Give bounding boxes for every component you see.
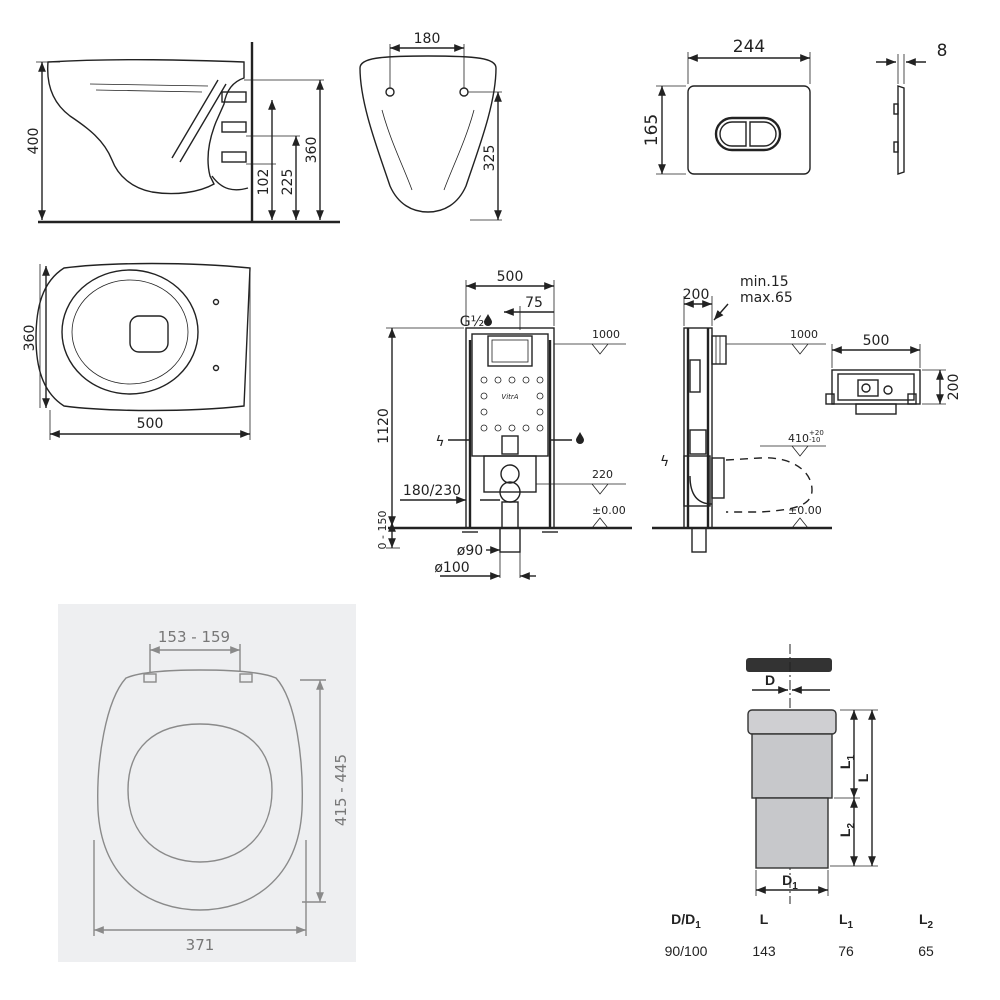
toilet-side-view: 400 360 225 102 (26, 42, 340, 224)
frame-front-view: VitrA 500 75 G½ 1120 1000 220 ±0.00 (376, 269, 632, 580)
side-level-bowl: 410 (788, 432, 809, 445)
table-header-d: D/D1 (671, 911, 701, 931)
pipe-label-l2: L2 (837, 823, 857, 838)
flush-plate-front-view: 244 165 (642, 37, 811, 175)
frame-brand-logo: VitrA (501, 393, 518, 401)
seat-panel-background (58, 604, 356, 962)
table-header-l1: L1 (839, 911, 854, 931)
toilet-front-outline (359, 55, 497, 213)
table-header-l: L (760, 911, 769, 927)
toilet-bowl-outline (47, 58, 245, 195)
dim-top-depth-frame: 200 (946, 374, 962, 401)
frame-outlet-block (483, 455, 537, 493)
dim-outlet-height: 225 (280, 169, 296, 196)
toilet-top-outline (35, 262, 251, 412)
frame-drain-pipe (499, 527, 521, 553)
dim-hole-spacing: 180 (414, 31, 441, 47)
side-level-floor: ±0.00 (788, 504, 822, 517)
flush-button-small (719, 121, 747, 147)
dim-floor-range: 0 - 150 (376, 511, 389, 550)
flush-button-outer (714, 116, 782, 152)
pipe-lower-body (755, 797, 829, 869)
pipe-label-d: D (765, 672, 775, 688)
dim-seat-width: 371 (186, 936, 215, 954)
seat-panel: 153 - 159 415 - 445 371 (58, 604, 356, 962)
flush-duct (171, 79, 227, 163)
toilet-seat-ring (61, 269, 199, 395)
level-outlet-label: 220 (592, 468, 613, 481)
dim-frame-height: 360 (304, 137, 320, 164)
flush-plate-outline (687, 85, 811, 175)
table-cell-d: 90/100 (665, 943, 708, 959)
level-floor-label: ±0.00 (592, 504, 626, 517)
table-cell-l2: 65 (918, 943, 934, 959)
bowl-outline-dashed (725, 457, 813, 513)
side-level-bowl-tol-minus: -10 (809, 436, 820, 444)
cistern-pattern (480, 376, 544, 432)
dim-pipe-height: 102 (256, 169, 272, 196)
table-header-l2: L2 (919, 911, 934, 931)
seat-opening (127, 723, 273, 863)
dim-frame-depth: 200 (683, 287, 710, 303)
dim-pipe-large: ø100 (434, 560, 469, 576)
frame-flush-opening (487, 335, 533, 367)
table-cell-l: 143 (752, 943, 776, 959)
dim-frame-width: 500 (497, 269, 524, 285)
dim-plate-height: 165 (642, 114, 662, 146)
pipe-label-d1: D1 (782, 872, 798, 892)
dim-max-label: max.65 (740, 290, 793, 306)
power-symbol-icon: ϟ (435, 434, 444, 450)
frame-side-view: 200 min.15 max.65 1000 410 +20 -10 ±0.00… (652, 274, 832, 553)
dim-hole-height: 325 (482, 145, 498, 172)
level-top-label: 1000 (592, 328, 620, 341)
pipe-socket-top (747, 709, 837, 735)
dim-frame-height: 1120 (376, 408, 392, 444)
pipe-label-l1: L1 (837, 755, 857, 770)
power-symbol-icon-side: ϟ (660, 454, 669, 470)
dim-min-label: min.15 (740, 274, 789, 290)
flush-plate-side-view: 8 (876, 41, 948, 175)
table-cell-l1: 76 (838, 943, 854, 959)
side-level-bowl-tol-plus: +20 (809, 429, 824, 437)
frame-top-outline (831, 369, 921, 405)
dim-frame-offset: 75 (525, 295, 543, 311)
flush-button-large (749, 121, 777, 147)
dim-seat-length: 415 - 445 (332, 754, 350, 826)
water-drop-icon-right (576, 432, 584, 444)
toilet-front-view: 180 325 (359, 31, 502, 221)
pipe-upper-body (751, 733, 833, 799)
fixing-hole-left (385, 87, 395, 97)
toilet-top-view: 360 500 (22, 262, 251, 440)
water-drop-icon (484, 314, 492, 326)
seat-outline (97, 669, 303, 911)
side-level-top: 1000 (790, 328, 818, 341)
dim-top-length: 500 (137, 416, 164, 432)
dim-plate-thickness: 8 (937, 41, 948, 61)
frame-top-view: 500 200 (825, 333, 962, 415)
dim-total-height: 400 (26, 128, 42, 155)
flush-plate-profile (897, 85, 905, 175)
water-inlet-label: G½ (460, 314, 484, 330)
pipe-drawing: D L1 L L2 D1 (746, 644, 878, 904)
dim-hinge-spacing: 153 - 159 (158, 628, 230, 646)
pipe-label-l: L (855, 773, 871, 782)
frame-outline (465, 327, 555, 529)
dim-pipe-small: ø90 (457, 543, 483, 559)
pipe-cap (746, 658, 832, 672)
dim-top-depth: 360 (22, 325, 38, 352)
fixing-hole-right (459, 87, 469, 97)
dim-spacing: 180/230 (403, 483, 461, 499)
pipe-dimension-table: D/D1 L L1 L2 90/100 143 76 65 (665, 911, 934, 959)
toilet-bowl-opening (129, 315, 169, 353)
dim-top-width: 500 (863, 333, 890, 349)
dim-plate-width: 244 (733, 37, 765, 57)
